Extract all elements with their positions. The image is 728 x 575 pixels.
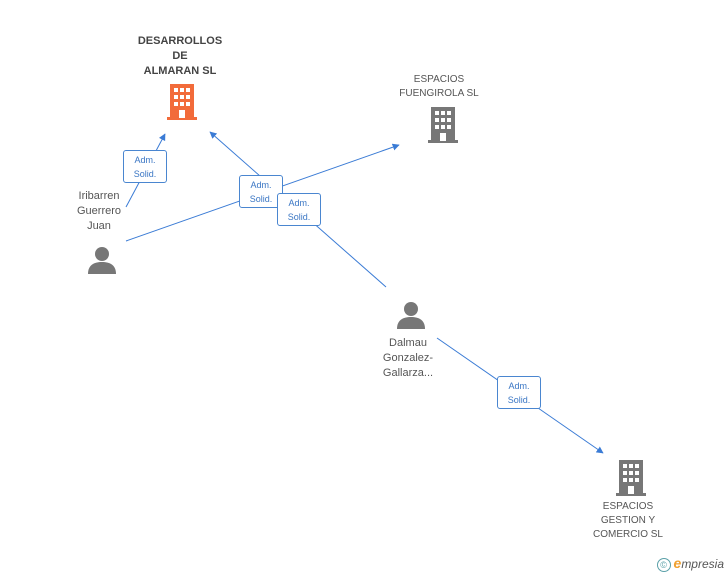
node-label-espacios-fuengirola[interactable]: ESPACIOS FUENGIROLA SL [379,73,499,101]
relation-badge-adm-solid[interactable]: Adm. Solid. [277,193,321,226]
badge-line: Solid. [133,169,157,179]
building-icon[interactable] [616,460,646,496]
badge-line: Adm. [288,198,310,208]
node-label-line: Juan [87,220,111,232]
node-label-line: FUENGIROLA SL [399,88,479,99]
brand-footer[interactable]: ©empresia [656,555,724,572]
person-icon[interactable] [396,300,426,330]
relation-badge-adm-solid[interactable]: Adm. Solid. [123,150,167,183]
relation-badge-adm-solid[interactable]: Adm. Solid. [239,175,283,208]
node-label-line: GESTION Y [600,515,656,526]
badge-line: Adm. [250,180,272,190]
node-label-desarrollos-de-almaran[interactable]: DESARROLLOS DE ALMARAN SL [120,34,240,79]
person-icon[interactable] [87,245,117,275]
node-label-dalmau-gonzalez-gallarza[interactable]: Dalmau Gonzalez- Gallarza... [368,336,448,381]
badge-line: Solid. [507,395,531,405]
node-label-line: DE [172,50,188,62]
node-label-line: ESPACIOS [413,74,465,85]
brand-logo-e: e [673,555,682,572]
node-label-line: Dalmau [389,337,427,349]
node-label-line: Gallarza... [382,367,434,379]
badge-line: Adm. [508,381,530,391]
copyright-icon: © [656,558,671,572]
node-label-iribarren-guerrero-juan[interactable]: Iribarren Guerrero Juan [59,189,139,234]
badge-line: Solid. [249,194,273,204]
node-label-line: DESARROLLOS [137,35,223,47]
node-label-espacios-gestion-y-comercio[interactable]: ESPACIOS GESTION Y COMERCIO SL [568,500,688,542]
relation-badge-adm-solid[interactable]: Adm. Solid. [497,376,541,409]
node-label-line: COMERCIO SL [592,529,663,540]
building-icon[interactable] [428,107,458,143]
node-label-line: Guerrero [76,205,122,217]
node-label-line: Iribarren [78,190,120,202]
node-label-line: ALMARAN SL [143,65,217,77]
node-label-line: Gonzalez- [382,352,434,364]
node-label-line: ESPACIOS [602,501,654,512]
brand-name: mpresia [681,557,724,572]
badge-line: Solid. [287,212,311,222]
building-icon[interactable] [167,84,197,120]
badge-line: Adm. [134,155,156,165]
